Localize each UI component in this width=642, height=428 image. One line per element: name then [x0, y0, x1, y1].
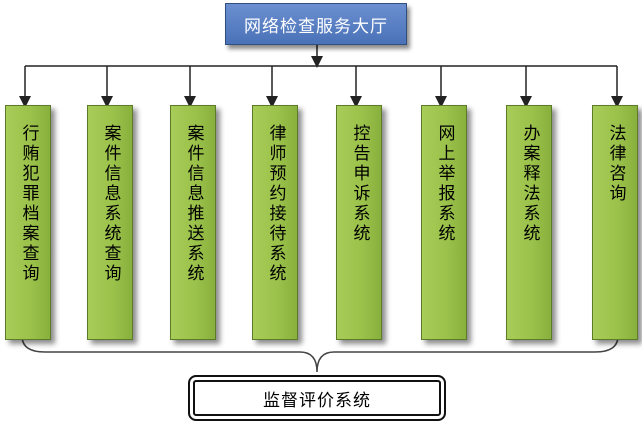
top-node-label: 网络检查服务大厅	[244, 16, 388, 37]
system-label-5: 控告申诉系统	[349, 124, 370, 244]
bottom-brace	[21, 335, 619, 373]
system-box-7: 办案释法系统	[506, 105, 552, 340]
system-label-8: 法律咨询	[605, 124, 626, 204]
system-box-8: 法律咨询	[592, 105, 638, 340]
system-label-7: 办案释法系统	[519, 124, 540, 244]
system-box-6: 网上举报系统	[421, 105, 467, 340]
system-label-2: 案件信息系统查询	[100, 124, 121, 284]
system-label-1: 行贿犯罪档案查询	[18, 124, 39, 284]
system-box-2: 案件信息系统查询	[87, 105, 133, 340]
system-box-1: 行贿犯罪档案查询	[5, 105, 51, 340]
system-label-3: 案件信息推送系统	[183, 124, 204, 284]
bottom-node-label: 监督评价系统	[263, 390, 371, 411]
system-label-4: 律师预约接待系统	[265, 124, 286, 284]
system-box-4: 律师预约接待系统	[252, 105, 298, 340]
top-node-box: 网络检查服务大厅	[225, 3, 407, 45]
system-box-3: 案件信息推送系统	[170, 105, 216, 340]
system-box-5: 控告申诉系统	[336, 105, 382, 340]
bottom-node-box: 监督评价系统	[188, 375, 446, 421]
system-label-6: 网上举报系统	[434, 124, 455, 244]
